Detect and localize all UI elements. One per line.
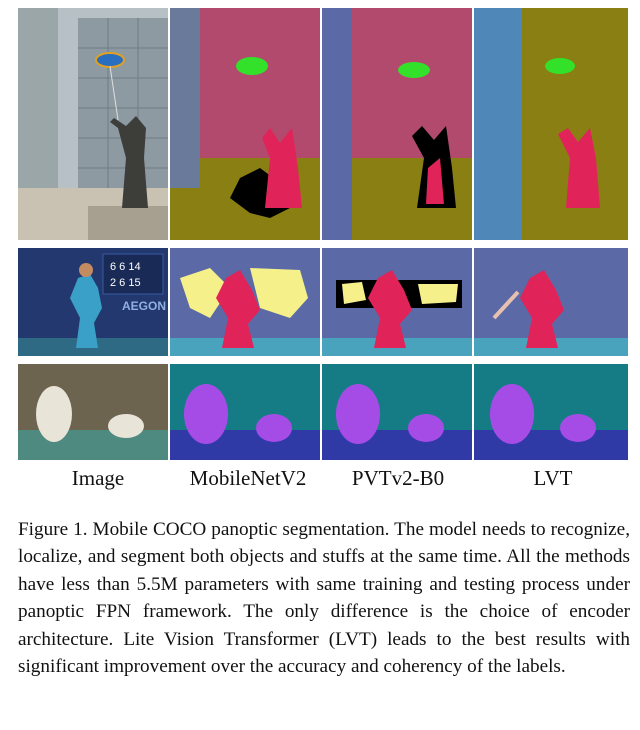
- scoreboard-row1: 6 6 14: [110, 261, 141, 273]
- segmentation-lvt-bears: [474, 364, 628, 460]
- input-photo-tennis: 6 6 14 2 6 15 AEGON: [18, 248, 168, 356]
- row-statue-kite-images: [18, 8, 628, 240]
- row-statue-kite: [18, 8, 628, 240]
- input-photo-statue: [18, 8, 168, 240]
- segmentation-mobilenet-statue: [170, 8, 320, 240]
- segmentation-lvt-statue: [474, 8, 628, 240]
- segmentation-lvt-tennis: [474, 248, 628, 356]
- row-tennis-images: 6 6 14 2 6 15 AEGON: [18, 248, 628, 356]
- segmentation-mobilenet-bears: [170, 364, 320, 460]
- input-photo-bears: [18, 364, 168, 460]
- segmentation-pvt-statue: [322, 8, 472, 240]
- segmentation-pvt-bears: [322, 364, 472, 460]
- column-label-pvt: PVTv2-B0: [351, 466, 445, 490]
- column-label-lvt: LVT: [533, 466, 573, 490]
- segmentation-pvt-tennis: [322, 248, 472, 356]
- figure-caption: Figure 1. Mobile COCO panoptic segmentat…: [18, 519, 630, 678]
- row-polar-bears-images: [18, 364, 628, 460]
- segmentation-mobilenet-tennis: [170, 248, 320, 356]
- row-tennis: 6 6 14 2 6 15 AEGON: [18, 248, 628, 356]
- column-label-mobilenet: MobileNetV2: [189, 466, 307, 490]
- scoreboard-row2: 2 6 15: [110, 277, 141, 289]
- sponsor-text: AEGON: [122, 299, 166, 313]
- column-label-image: Image: [71, 466, 125, 490]
- column-labels: Image MobileNetV2 PVTv2-B0 LVT: [18, 466, 628, 496]
- row-polar-bears: [18, 364, 628, 460]
